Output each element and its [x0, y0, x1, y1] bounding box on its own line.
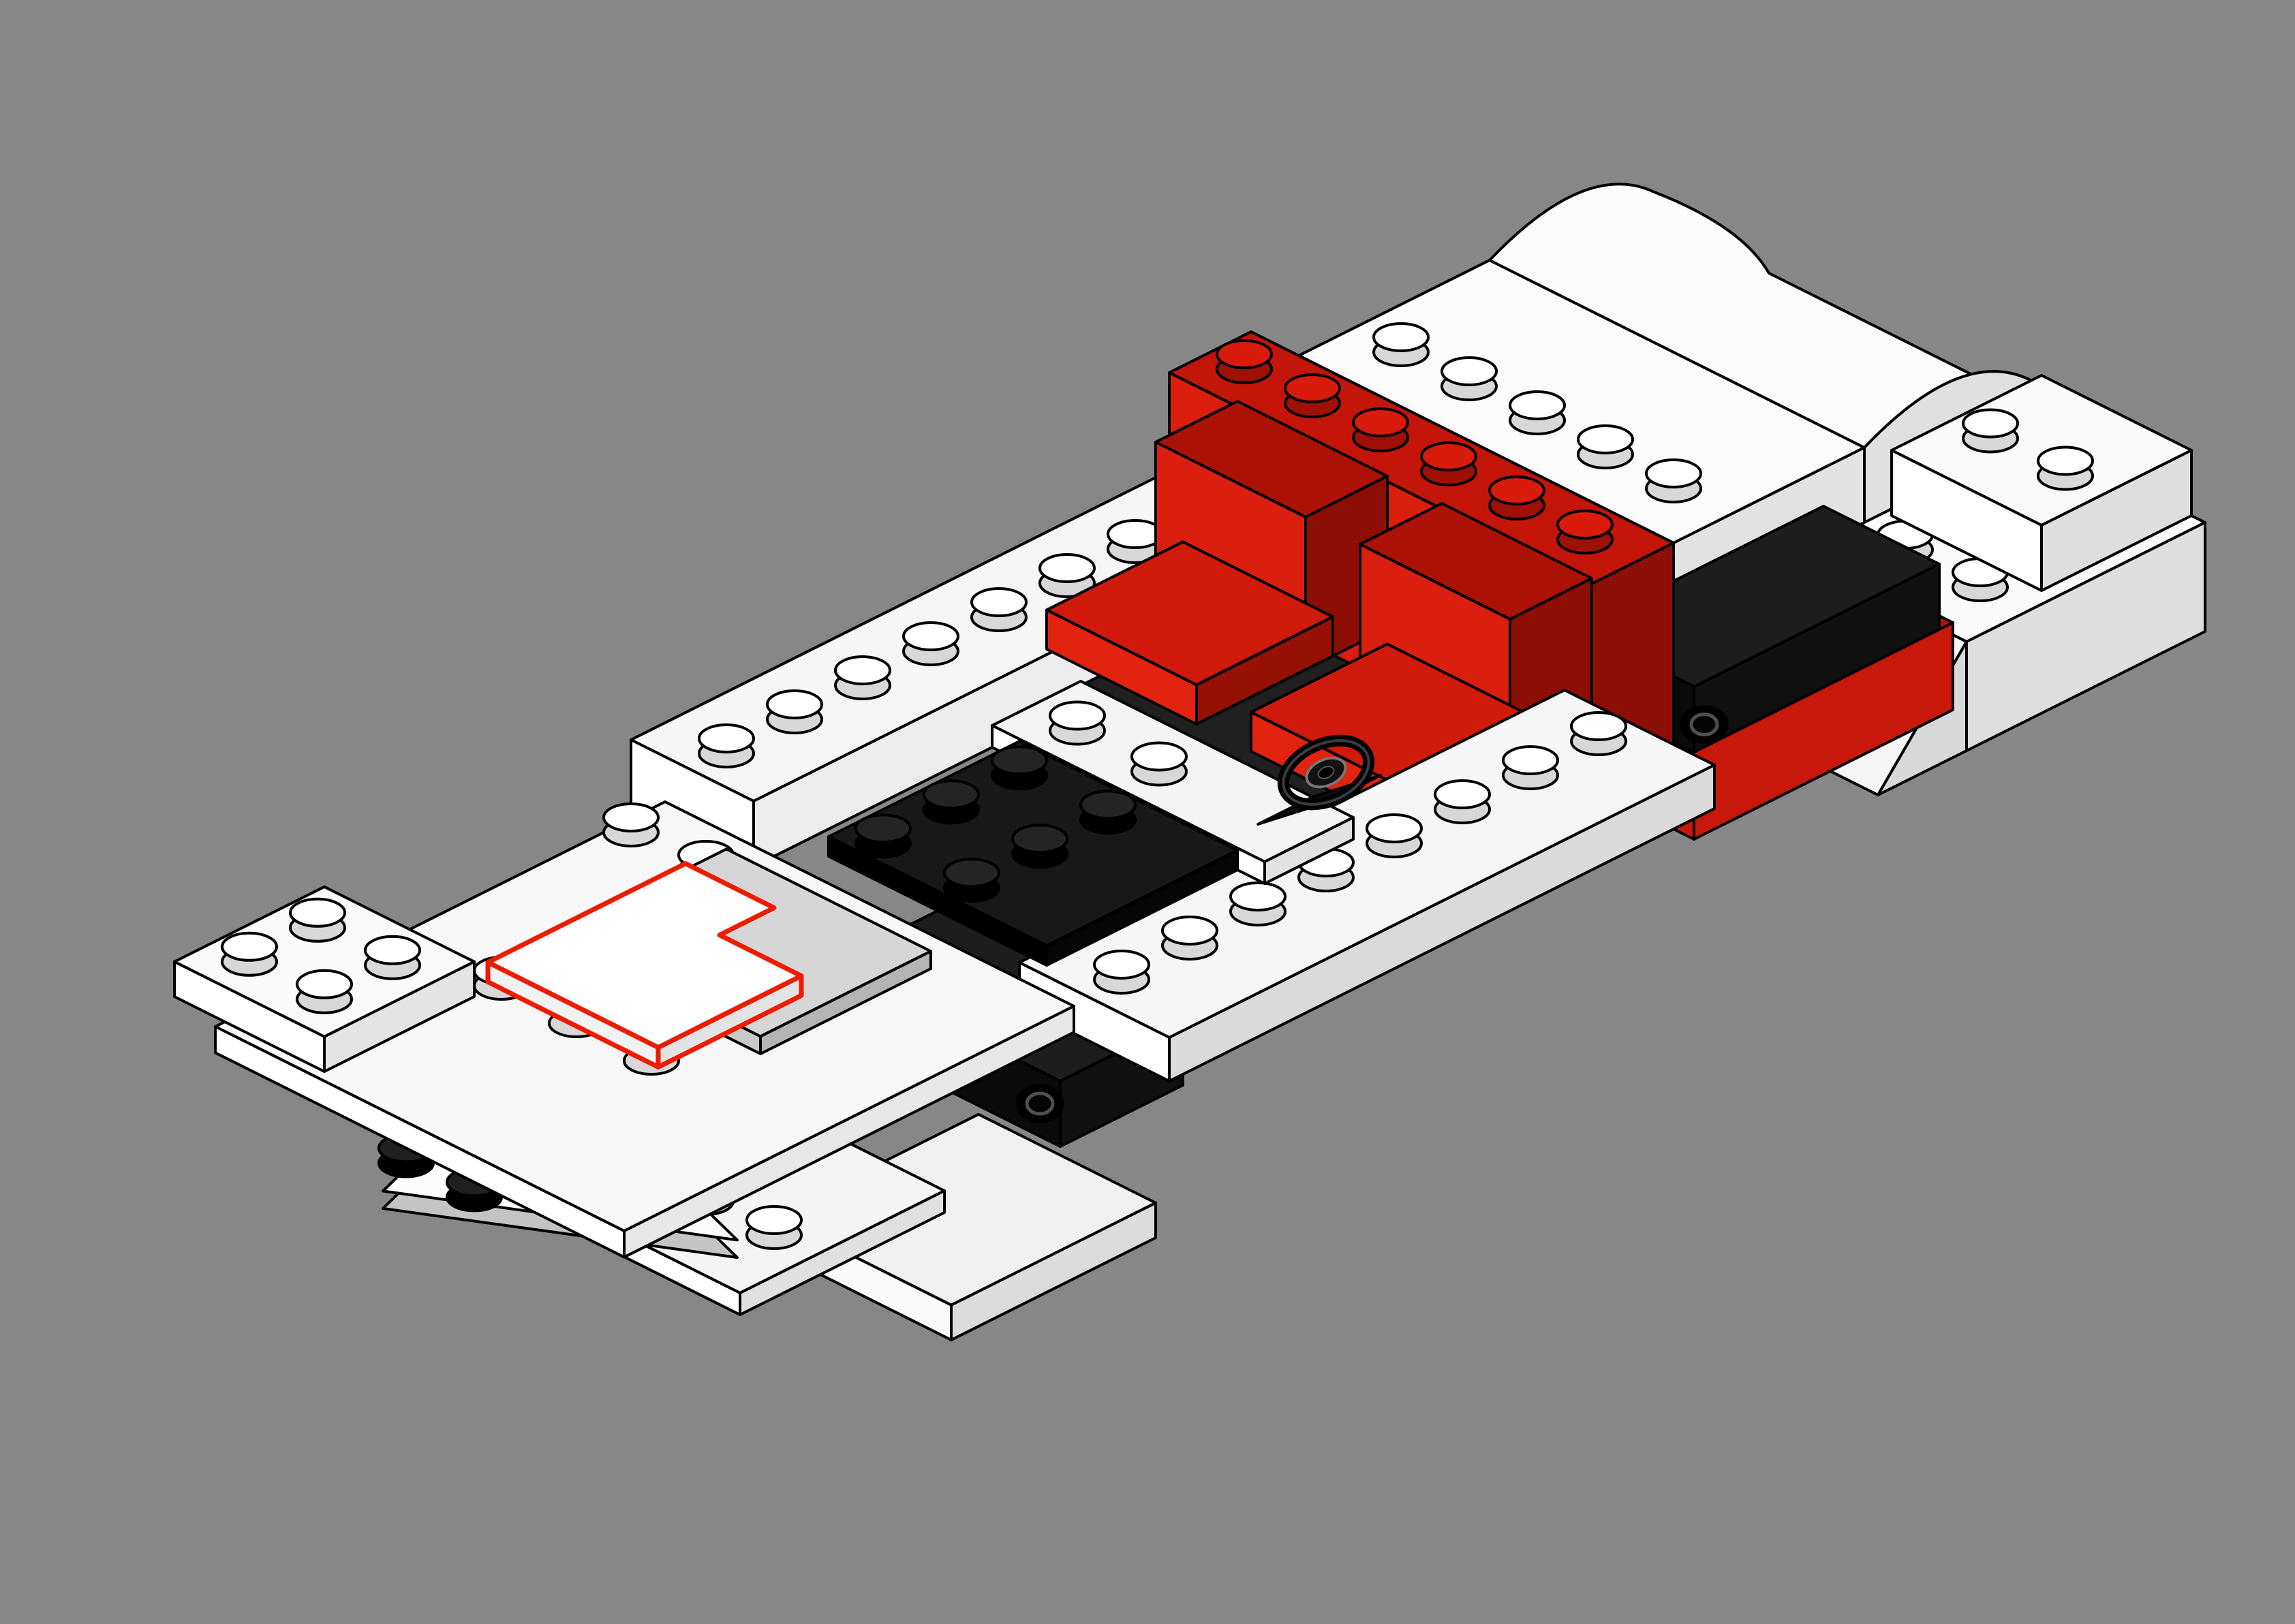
front-bumper-plate — [173, 885, 476, 1073]
right-side-rail-studs — [1093, 711, 1627, 995]
front-bumper-studs — [221, 897, 421, 1014]
red-bulkhead-studs — [1216, 339, 1614, 555]
engine-cover-studs — [1372, 322, 1702, 503]
rear-block-upper — [1890, 374, 2193, 592]
lego-car-chassis-model — [173, 183, 2206, 1341]
seat-left-pan — [1045, 540, 1334, 725]
cockpit-floor-studs — [854, 745, 1137, 903]
highlighted-part-top — [485, 861, 804, 1050]
rear-block-upper-studs — [1962, 408, 2094, 491]
left-side-rail-studs — [698, 485, 1232, 768]
cockpit-front-deck-studs — [1049, 700, 1188, 787]
steering-wheel — [1277, 734, 1375, 811]
